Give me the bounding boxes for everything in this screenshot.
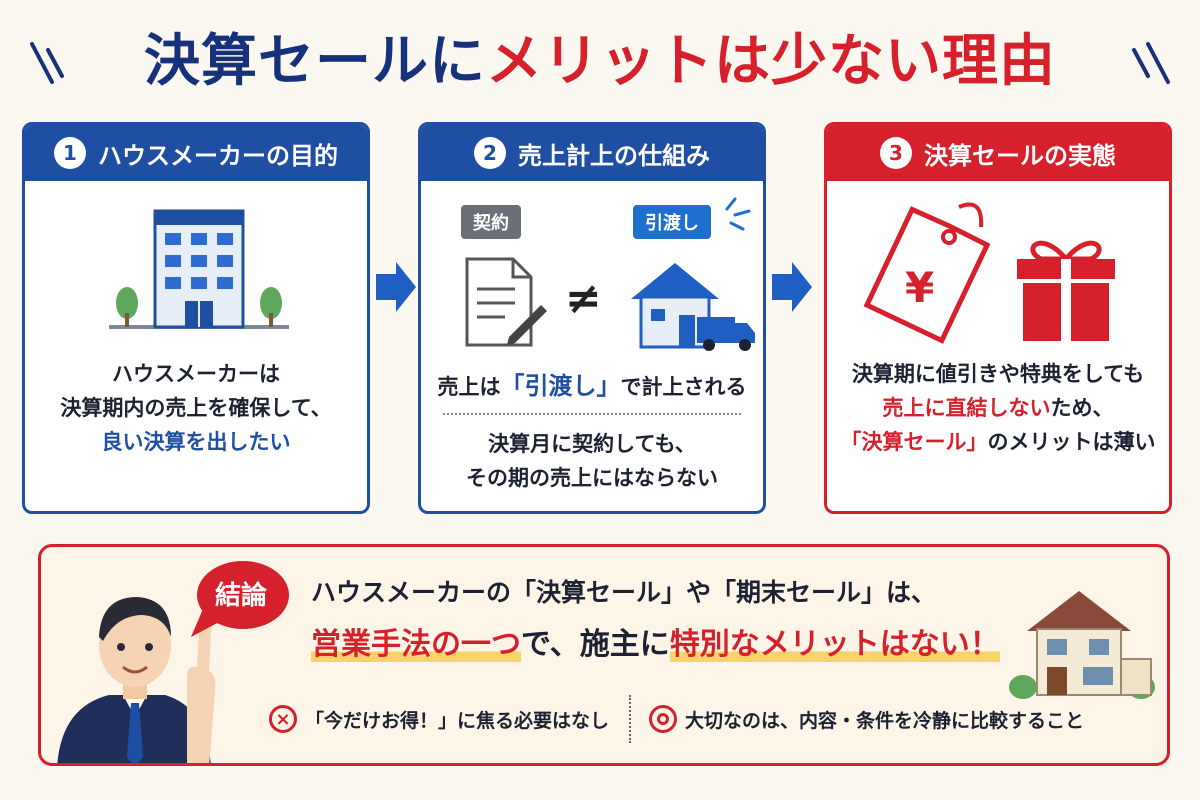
title-decoration-right-icon bbox=[1132, 42, 1170, 84]
house-delivery-truck-icon bbox=[631, 263, 755, 351]
card-highlight-text: 「決算セール」 bbox=[840, 430, 988, 454]
conclusion-label: 結論 bbox=[214, 581, 267, 611]
divider bbox=[443, 413, 741, 415]
gift-box-icon bbox=[1017, 240, 1115, 341]
title-part-2: メリットは少ない理由 bbox=[486, 29, 1056, 94]
step-number: 1 bbox=[54, 137, 86, 169]
note-good-text: 大切なのは、内容・条件を冷静に比較すること bbox=[685, 709, 1085, 732]
card-text-line: 決算月に契約しても、 bbox=[488, 432, 696, 456]
card-text-post: ため、 bbox=[1050, 396, 1114, 420]
card-header: 1 ハウスメーカーの目的 bbox=[25, 125, 367, 181]
contract-document-icon bbox=[465, 257, 547, 347]
contract-tag: 契約 bbox=[461, 205, 521, 239]
card-text-line: その期の売上にはならない bbox=[466, 466, 718, 490]
step-number: 3 bbox=[880, 137, 912, 169]
cross-mark-icon: × bbox=[269, 705, 297, 733]
handover-tag: 引渡し bbox=[633, 205, 711, 239]
conclusion-line-1: ハウスメーカーの「決算セール」や「期末セール」は、 bbox=[311, 578, 937, 607]
card-title: 決算セールの実態 bbox=[924, 141, 1116, 170]
office-building-icon bbox=[109, 209, 289, 329]
conclusion-highlight-1: 営業手法の一つ bbox=[311, 627, 521, 662]
card-header: 2 売上計上の仕組み bbox=[421, 125, 763, 181]
card-text-line: 決算期内の売上を確保して、 bbox=[60, 396, 332, 420]
note-not-needed: × 「今だけお得！」に焦る必要はなし bbox=[269, 705, 609, 733]
title-part-1: 決算セールに bbox=[144, 29, 486, 94]
card-sales-mechanism: 2 売上計上の仕組み 契約 引渡し ≠ bbox=[418, 122, 766, 514]
conclusion-middle-text: で、施主に bbox=[521, 627, 670, 662]
card-text-pre: 売上は bbox=[437, 375, 501, 399]
card-highlight-text: 「引渡し」 bbox=[500, 372, 621, 400]
step-number: 2 bbox=[474, 137, 506, 169]
card-title: 売上計上の仕組み bbox=[518, 141, 710, 170]
card-header: 3 決算セールの実態 bbox=[827, 125, 1169, 181]
house-illustration-icon bbox=[1009, 591, 1155, 699]
card-text-line: 決算期に値引きや特典をしても bbox=[851, 362, 1145, 386]
arrow-right-icon bbox=[772, 262, 812, 312]
speech-bubble-icon bbox=[191, 561, 289, 637]
card-title: ハウスメーカーの目的 bbox=[98, 141, 338, 170]
not-equal-sign: ≠ bbox=[565, 273, 602, 324]
card-sale-reality: 3 決算セールの実態 ¥ 決算期に値引きや特典をしても 売上に直結しないため、 … bbox=[824, 122, 1172, 514]
page-title: 決算セールにメリットは少ない理由 bbox=[0, 22, 1200, 102]
yen-symbol: ¥ bbox=[905, 263, 935, 312]
card-text-line: ハウスメーカーは bbox=[112, 362, 280, 386]
arrow-right-icon bbox=[376, 262, 416, 312]
double-circle-mark-icon bbox=[649, 705, 677, 733]
title-decoration-left-icon bbox=[30, 42, 64, 84]
card-text-post: のメリットは薄い bbox=[987, 430, 1156, 454]
card-highlight-text: 売上に直結しない bbox=[882, 396, 1051, 420]
conclusion-highlight-2: 特別なメリットはない！ bbox=[669, 627, 1000, 662]
emphasis-lines-icon bbox=[725, 197, 751, 231]
note-bad-text: 「今だけお得！」に焦る必要はなし bbox=[305, 709, 610, 732]
card-highlight-text: 良い決算を出したい bbox=[101, 430, 291, 454]
card-text-post: で計上される bbox=[620, 375, 747, 399]
price-tag-icon bbox=[863, 202, 991, 344]
businessman-pointing-icon bbox=[57, 597, 216, 763]
note-divider bbox=[629, 695, 631, 743]
conclusion-panel: 結論 ハウスメーカーの「決算セール」や「期末セール」は、 営業手法の一つで、施主… bbox=[38, 544, 1170, 766]
card-housemaker-purpose: 1 ハウスメーカーの目的 ハウスメーカーは 決算期内の売上を確保して、 良い決算… bbox=[22, 122, 370, 514]
conclusion-line-2: 営業手法の一つで、施主に特別なメリットはない！ bbox=[311, 619, 1000, 663]
note-important: 大切なのは、内容・条件を冷静に比較すること bbox=[649, 705, 1084, 733]
